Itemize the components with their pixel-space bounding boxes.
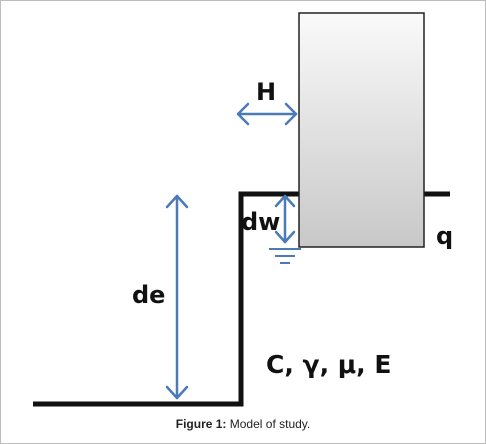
embedment-depth-arrow xyxy=(165,194,189,400)
ground-profile-line xyxy=(33,191,299,407)
surcharge-label: q xyxy=(436,222,453,250)
horizontal-load-label: H xyxy=(256,78,276,106)
water-table-icon xyxy=(269,248,301,264)
water-depth-label: dw xyxy=(241,208,280,236)
figure-caption-text: Model of study. xyxy=(226,417,311,431)
embedment-depth-label: de xyxy=(132,281,165,309)
soil-parameters-label: C, γ, μ, E xyxy=(266,350,391,379)
water-depth-arrow xyxy=(274,194,296,244)
horizontal-load-arrow xyxy=(236,102,298,126)
footing-block xyxy=(298,12,425,248)
figure-caption-label: Figure 1: xyxy=(175,417,227,431)
figure-caption: Figure 1: Model of study. xyxy=(0,417,486,431)
